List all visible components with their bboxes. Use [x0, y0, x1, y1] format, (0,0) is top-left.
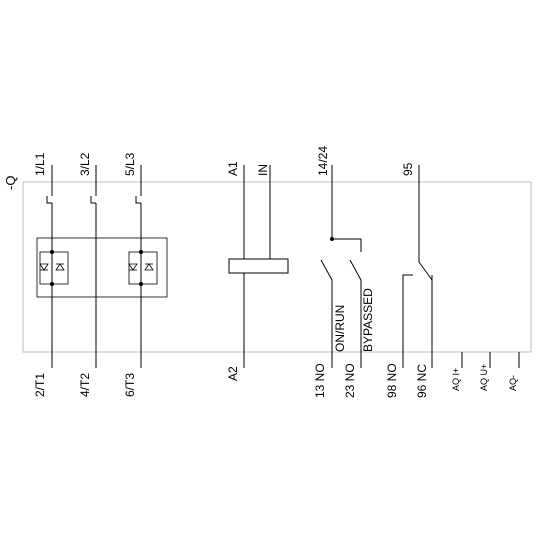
terminal-6-T3-label: 6/T3 — [123, 373, 137, 397]
semiconductor-block — [36, 237, 168, 298]
terminal-5-L3-label: 5/L3 — [123, 152, 137, 176]
terminal-IN-label: IN — [256, 164, 270, 176]
terminal-4-T2-label: 4/T2 — [78, 373, 92, 397]
power-path-L2 — [90, 165, 97, 368]
terminal-95-label: 95 — [401, 162, 415, 176]
control-coil — [228, 165, 289, 368]
terminal-96-NC-label: 96 NC — [415, 364, 429, 398]
power-path-L3 — [135, 165, 142, 368]
terminal-14-24-label: 14/24 — [316, 146, 330, 176]
thyristor-pair-L1 — [39, 250, 69, 286]
terminal-13-NO-label: 13 NO — [313, 363, 327, 398]
terminal-1-L1-label: 1/L1 — [33, 152, 47, 176]
terminal-AQ-U-plus-label: AQ U+ — [479, 364, 489, 391]
terminal-23-NO-label: 23 NO — [343, 363, 357, 398]
bypassed-label: BYPASSED — [361, 288, 375, 352]
thyristor-pair-L3 — [128, 250, 158, 286]
terminal-AQ-minus-label: AQ- — [508, 375, 518, 391]
device-enclosure — [22, 181, 532, 353]
terminal-3-L2-label: 3/L2 — [78, 152, 92, 176]
terminal-2-T1-label: 2/T1 — [33, 373, 47, 397]
on-run-label: ON/RUN — [333, 305, 347, 352]
relay-contacts-on-run-bypassed — [320, 165, 362, 368]
power-path-L1 — [46, 165, 53, 368]
terminal-A2-label: A2 — [226, 366, 240, 381]
device-tag: -Q — [3, 176, 18, 190]
fault-contacts — [402, 165, 433, 368]
terminal-A1-label: A1 — [226, 161, 240, 176]
terminal-98-NO-label: 98 NO — [385, 363, 399, 398]
terminal-AQ-I-plus-label: AQ I+ — [451, 368, 461, 391]
